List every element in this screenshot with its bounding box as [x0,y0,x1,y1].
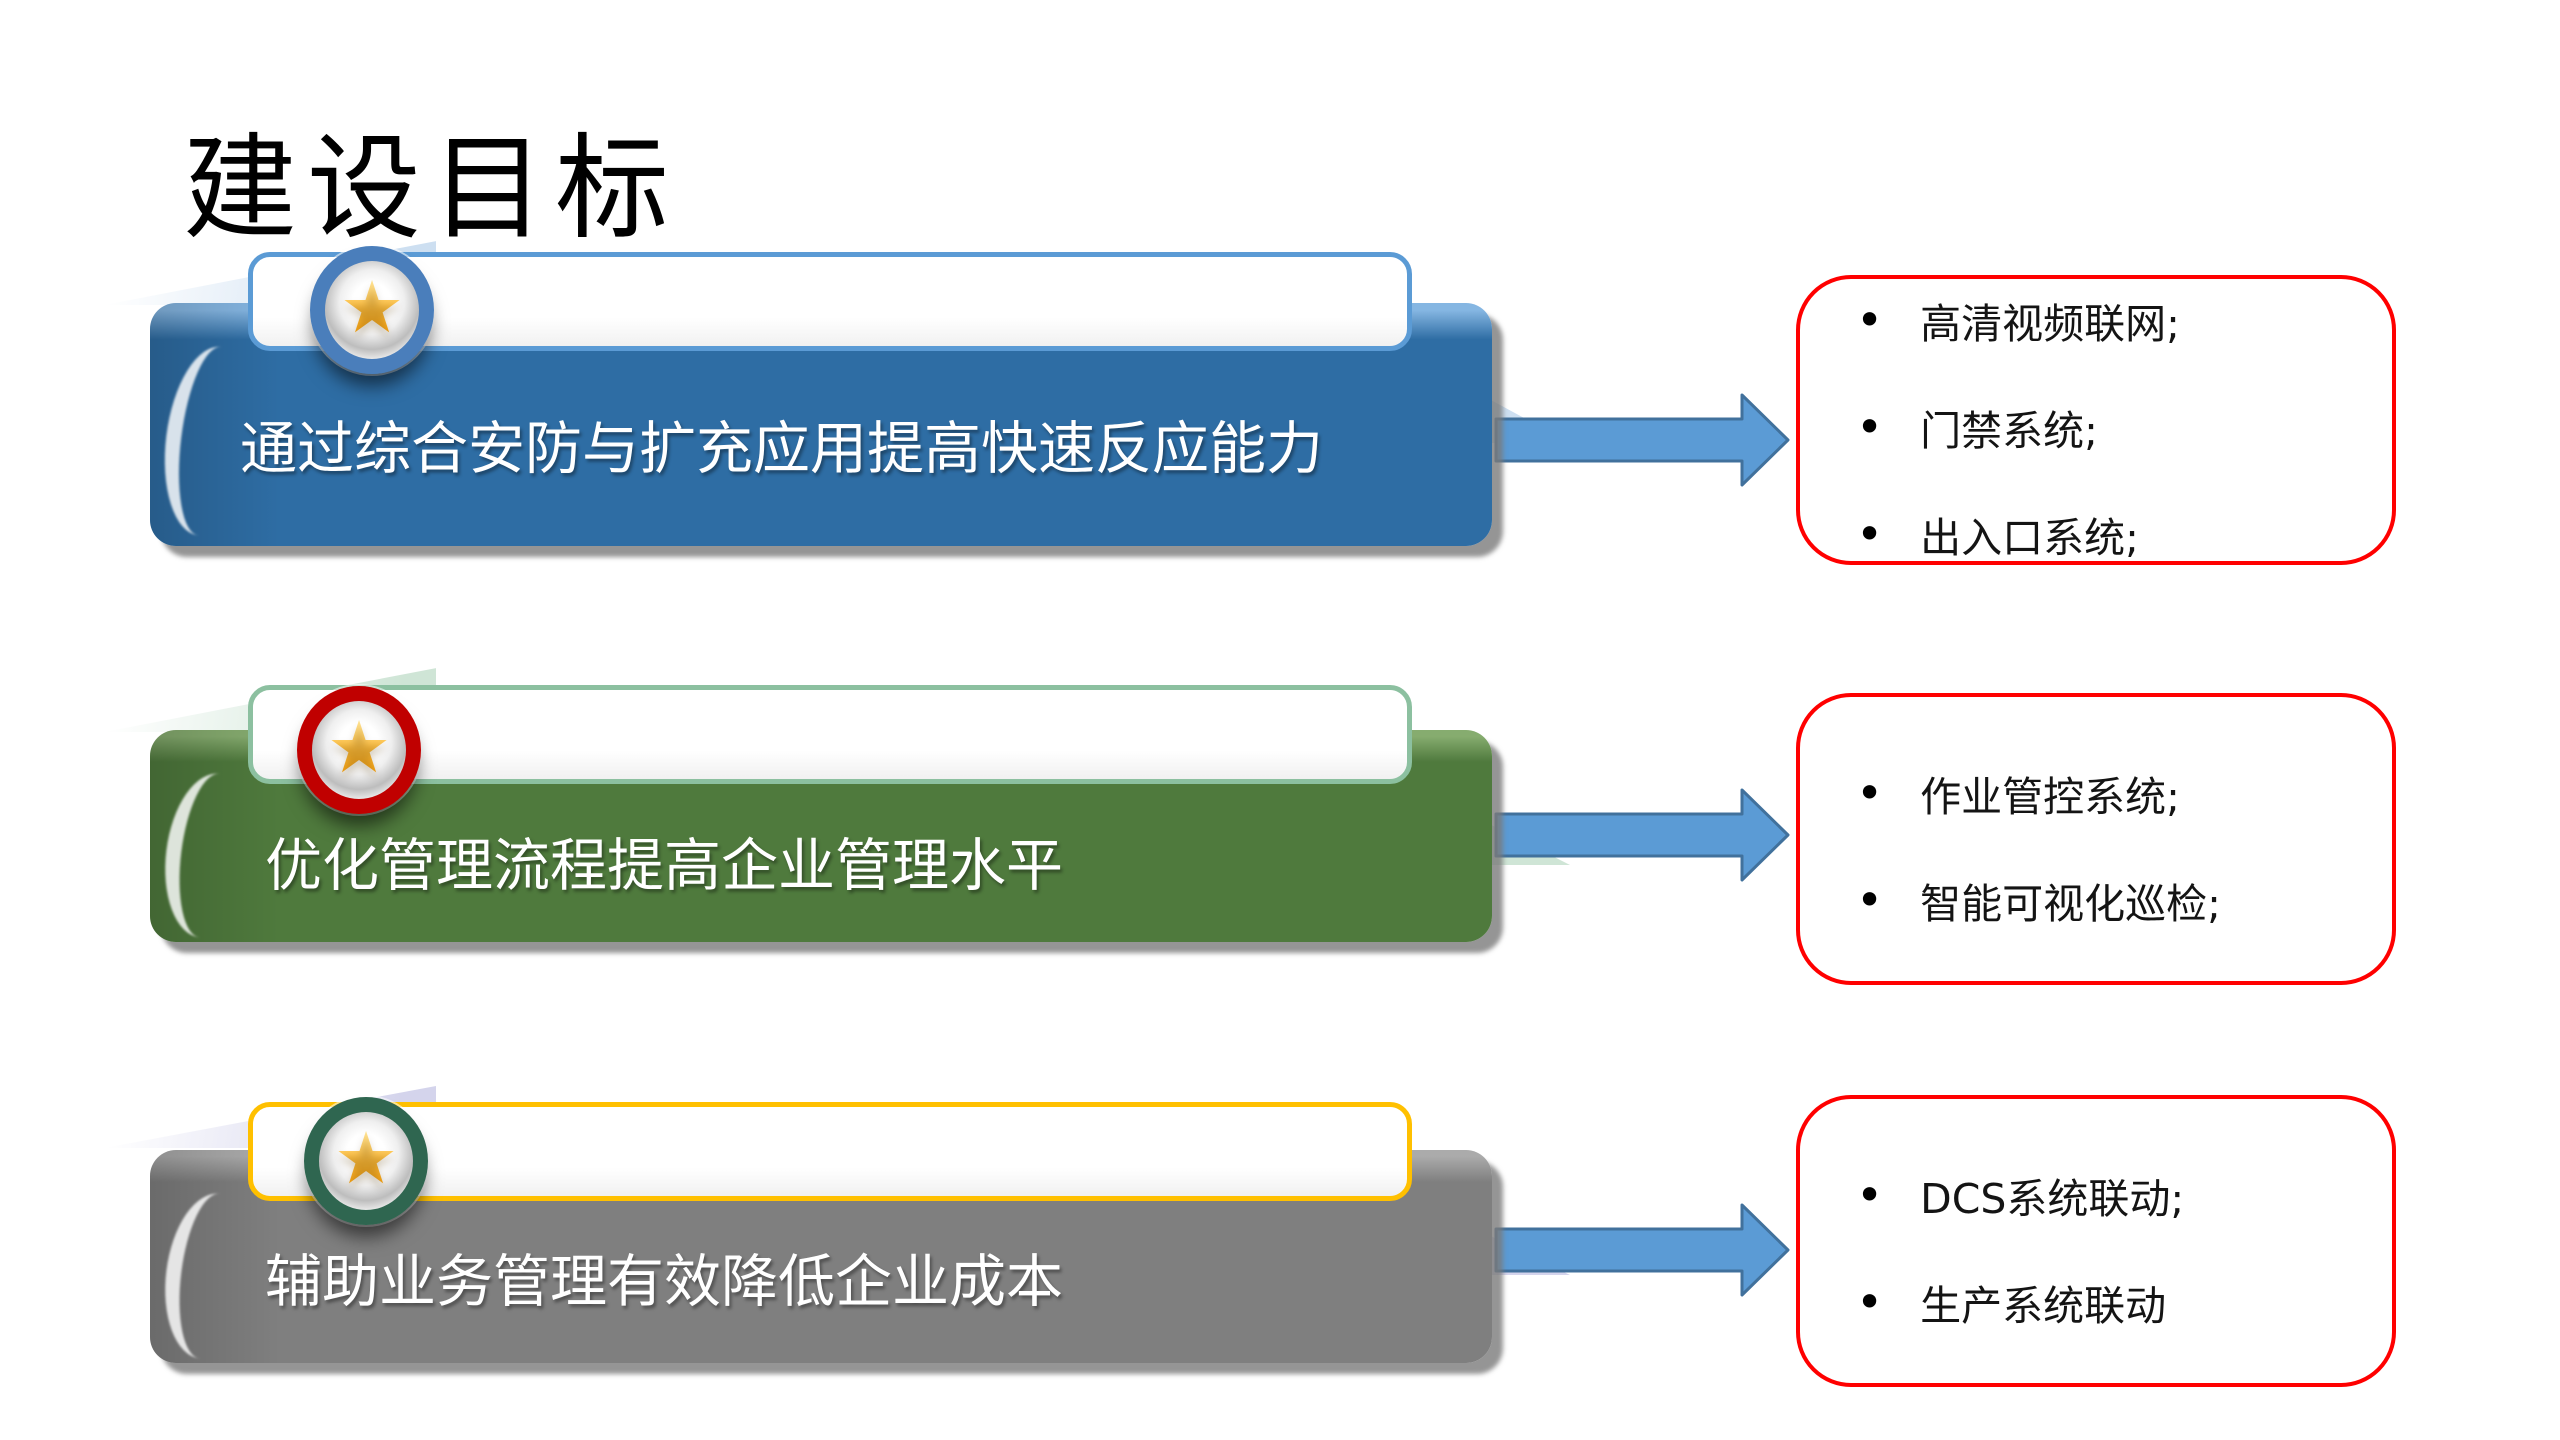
bullet-text: 门禁系统; [1920,407,2098,455]
star-badge: ★ [297,686,421,814]
star-icon: ★ [326,705,392,789]
bullet-list: 作业管控系统; 智能可视化巡检; [1800,763,2392,930]
decorative-swoosh [156,768,277,942]
detail-box: DCS系统联动; 生产系统联动 [1796,1095,2396,1387]
goal-banner-label: 优化管理流程提高企业管理水平 [265,835,1063,898]
decorative-swoosh [156,1188,277,1363]
bullet-text: DCS系统联动; [1920,1174,2185,1223]
bullet-item: 高清视频联网; [1856,290,2362,350]
bullet-item: 智能可视化巡检; [1856,870,2362,930]
page-title: 建设目标 [183,126,680,253]
star-badge: ★ [304,1097,428,1225]
bullet-text: 智能可视化巡检; [1920,879,2221,928]
bullet-text: 生产系统联动 [1920,1281,2167,1330]
star-badge: ★ [310,246,434,374]
header-box [248,685,1412,784]
right-arrow-icon [1494,788,1790,882]
right-arrow-icon [1494,1203,1790,1297]
bullet-item: 作业管控系统; [1856,763,2362,823]
bullet-item: 生产系统联动 [1856,1272,2362,1332]
bullet-item: 门禁系统; [1856,397,2362,457]
detail-box: 作业管控系统; 智能可视化巡检; [1796,693,2396,985]
bullet-text: 作业管控系统; [1920,772,2180,821]
detail-box: 高清视频联网; 门禁系统; 出入口系统; [1796,275,2396,565]
bullet-text: 高清视频联网; [1920,300,2180,348]
bullet-list: DCS系统联动; 生产系统联动 [1800,1165,2392,1332]
star-icon: ★ [333,1116,399,1200]
goal-banner-label: 辅助业务管理有效降低企业成本 [265,1251,1063,1314]
bullet-item: DCS系统联动; [1856,1165,2362,1225]
bullet-item: 出入口系统; [1856,504,2362,564]
right-arrow-icon [1494,393,1790,487]
header-box [248,1102,1412,1201]
header-box [248,252,1412,351]
star-icon: ★ [339,265,405,349]
bullet-list: 高清视频联网; 门禁系统; 出入口系统; [1800,290,2392,564]
bullet-text: 出入口系统; [1920,514,2139,562]
goal-banner-label: 通过综合安防与扩充应用提高快速反应能力 [240,418,1323,481]
